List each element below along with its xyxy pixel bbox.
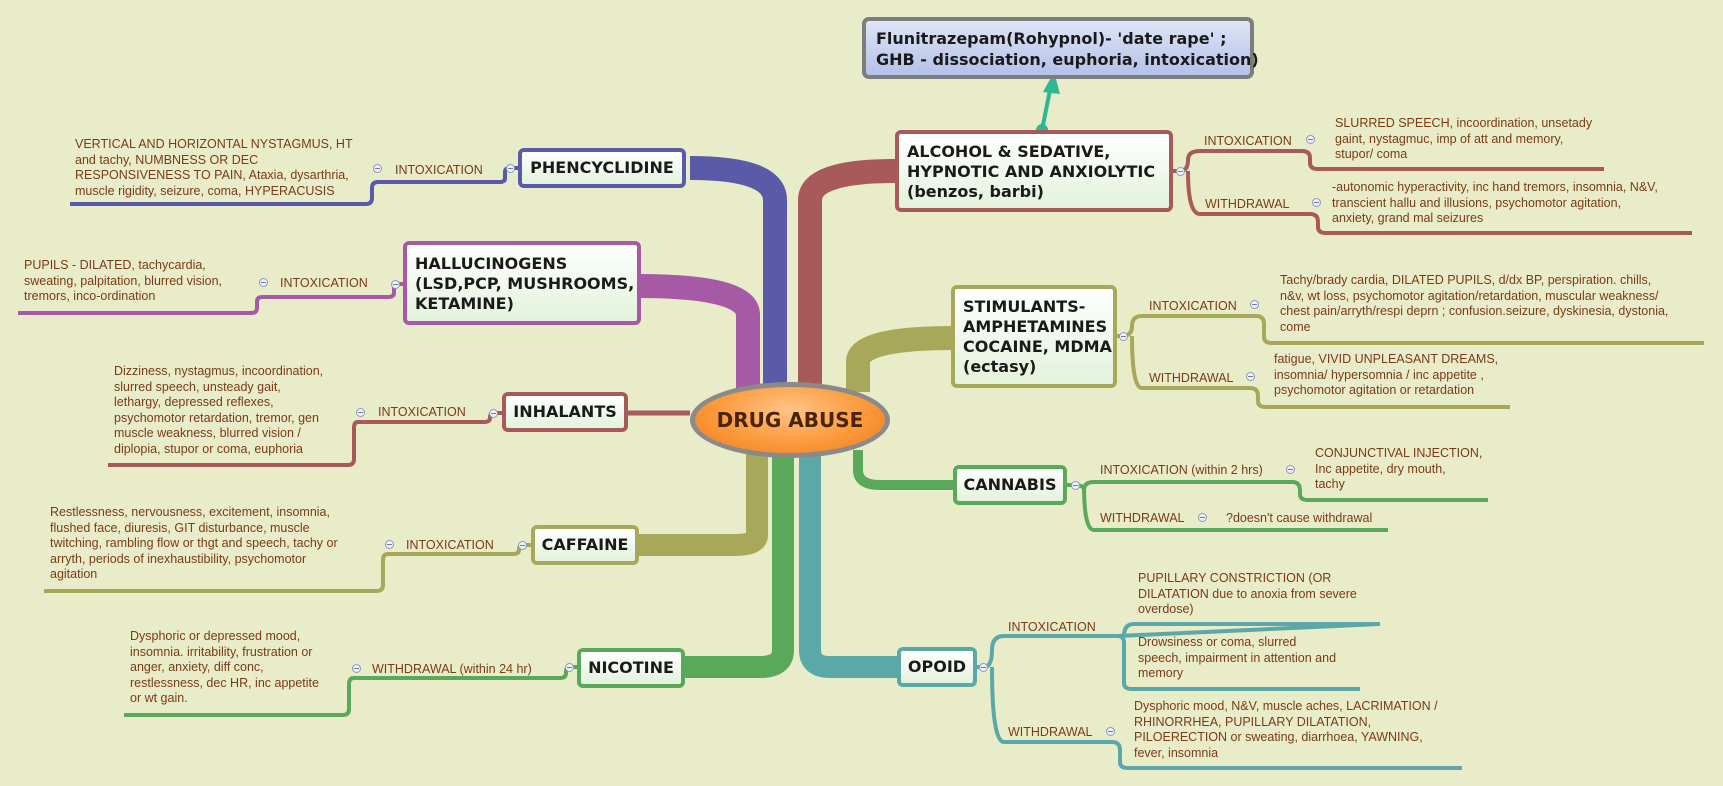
line-alcohol: [1173, 149, 1604, 173]
collapse-icon[interactable]: [356, 408, 365, 417]
phencyclidine-intoxication-text: VERTICAL AND HORIZONTAL NYSTAGMUS, HT an…: [75, 137, 353, 198]
intoxication-label: INTOXICATION: [406, 538, 494, 552]
topic-label: OPOID: [907, 657, 967, 676]
topic-label: HYPNOTIC AND ANXIOLYTIC: [907, 162, 1156, 181]
topic-label: AMPHETAMINES: [963, 317, 1108, 336]
line-stimulants-withdrawal: [1130, 335, 1510, 409]
withdrawal-label: WITHDRAWAL: [1100, 511, 1185, 525]
topic-label: NICOTINE: [588, 658, 674, 677]
collapse-icon[interactable]: [1312, 198, 1321, 207]
collapse-icon[interactable]: [518, 541, 527, 550]
line-opoid-withdrawal: [990, 666, 1462, 770]
collapse-icon[interactable]: [373, 164, 382, 173]
hallucinogens-intoxication-text: PUPILS - DILATED, tachycardia, sweating,…: [24, 258, 223, 303]
topic-opoid[interactable]: OPOID: [897, 647, 977, 687]
topic-hallucinogens[interactable]: HALLUCINOGENS (LSD,PCP, MUSHROOMS, KETAM…: [403, 241, 641, 325]
trunk-cannabis: [853, 450, 953, 490]
topic-inhalants[interactable]: INHALANTS: [502, 392, 628, 432]
callout-arrow-head: [1043, 72, 1060, 94]
callout-line: Flunitrazepam(Rohypnol)- 'date rape' ;: [876, 29, 1227, 48]
collapse-icon[interactable]: [979, 663, 988, 672]
trunk-stimulants: [846, 326, 955, 392]
callout-line: GHB - dissociation, euphoria, intoxicati…: [876, 50, 1259, 69]
topic-label: KETAMINE): [415, 294, 514, 313]
topic-nicotine[interactable]: NICOTINE: [577, 648, 685, 688]
collapse-icon[interactable]: [1198, 513, 1207, 522]
topic-phencyclidine[interactable]: PHENCYCLIDINE: [518, 148, 686, 188]
topic-alcohol[interactable]: ALCOHOL & SEDATIVE, HYPNOTIC AND ANXIOLY…: [895, 130, 1173, 212]
topic-label: ALCOHOL & SEDATIVE,: [907, 142, 1111, 161]
alcohol-withdrawal-text: -autonomic hyperactivity, inc hand tremo…: [1332, 180, 1658, 225]
caffeine-intoxication-text: Restlessness, nervousness, excitement, i…: [50, 505, 338, 581]
line-opoid-intox: [1004, 634, 1360, 691]
collapse-icon[interactable]: [259, 278, 268, 287]
line-opoid-intox-top: [1122, 622, 1380, 637]
stimulants-withdrawal-text: fatigue, VIVID UNPLEASANT DREAMS, insomn…: [1274, 352, 1499, 397]
intoxication-label: INTOXICATION (within 2 hrs): [1100, 463, 1263, 477]
topic-stimulants[interactable]: STIMULANTS- AMPHETAMINES COCAINE, MDMA (…: [951, 285, 1117, 388]
collapse-icon[interactable]: [352, 664, 361, 673]
trunk-hallucinogens: [637, 274, 760, 395]
topic-cannabis[interactable]: CANNABIS: [953, 465, 1067, 505]
intoxication-label: INTOXICATION: [378, 405, 466, 419]
trunk-alcohol: [798, 159, 896, 390]
opoid-withdrawal-text: Dysphoric mood, N&V, muscle aches, LACRI…: [1134, 699, 1438, 760]
topic-label: (benzos, barbi): [907, 182, 1044, 201]
withdrawal-label: WITHDRAWAL: [1205, 197, 1290, 211]
collapse-icon[interactable]: [1106, 727, 1115, 736]
collapse-icon[interactable]: [506, 164, 515, 173]
topic-label: (LSD,PCP, MUSHROOMS,: [415, 274, 635, 293]
withdrawal-label: WITHDRAWAL: [1008, 725, 1093, 739]
collapse-icon[interactable]: [565, 663, 574, 672]
intoxication-label: INTOXICATION: [1008, 620, 1096, 634]
collapse-icon[interactable]: [1071, 481, 1080, 490]
topic-label: HALLUCINOGENS: [415, 254, 568, 273]
trunk-nicotine: [684, 455, 794, 678]
topic-label: INHALANTS: [513, 402, 617, 421]
intoxication-label: INTOXICATION: [280, 276, 368, 290]
callout-arrow-line: [1040, 89, 1052, 131]
topic-label: CANNABIS: [963, 475, 1057, 494]
collapse-icon[interactable]: [1246, 372, 1255, 381]
topic-label: (ectasy): [963, 357, 1037, 376]
cannabis-withdrawal-text: ?doesn't cause withdrawal: [1226, 511, 1373, 525]
collapse-icon[interactable]: [391, 280, 400, 289]
topic-label: CAFFAINE: [541, 535, 629, 554]
line-stimulants: [1115, 314, 1704, 345]
line-cannabis-withdrawal: [1082, 484, 1388, 532]
withdrawal-label: WITHDRAWAL: [1149, 371, 1234, 385]
topic-label: PHENCYCLIDINE: [530, 158, 674, 177]
collapse-icon[interactable]: [489, 409, 498, 418]
topic-caffeine[interactable]: CAFFAINE: [531, 525, 639, 565]
intoxication-label: INTOXICATION: [1149, 299, 1237, 313]
center-topic[interactable]: DRUG ABUSE: [690, 382, 890, 458]
nicotine-withdrawal-text: Dysphoric or depressed mood, insomnia. i…: [130, 629, 319, 705]
intoxication-label: INTOXICATION: [1204, 134, 1292, 148]
stimulants-intoxication-text: Tachy/brady cardia, DILATED PUPILS, d/dx…: [1280, 273, 1669, 334]
trunk-opoid: [799, 455, 897, 678]
opoid-intoxication-text-b: Drowsiness or coma, slurred speech, impa…: [1138, 635, 1337, 680]
collapse-icon[interactable]: [1306, 135, 1315, 144]
collapse-icon[interactable]: [1286, 465, 1295, 474]
topic-label: STIMULANTS-: [963, 297, 1086, 316]
callout-box[interactable]: Flunitrazepam(Rohypnol)- 'date rape' ; G…: [862, 17, 1259, 79]
collapse-icon[interactable]: [1119, 332, 1128, 341]
withdrawal-label: WITHDRAWAL (within 24 hr): [372, 662, 532, 676]
opoid-intoxication-text-a: PUPILLARY CONSTRICTION (OR DILATATION du…: [1138, 571, 1357, 616]
alcohol-intoxication-text: SLURRED SPEECH, incoordination, unsetady…: [1335, 116, 1593, 161]
trunk-phencyclidine: [689, 156, 787, 390]
collapse-icon[interactable]: [1176, 167, 1185, 176]
intoxication-label: INTOXICATION: [395, 163, 483, 177]
inhalants-intoxication-text: Dizziness, nystagmus, incoordination, sl…: [114, 364, 324, 456]
cannabis-intoxication-text: CONJUNCTIVAL INJECTION, Inc appetite, dr…: [1315, 446, 1483, 491]
topic-label: COCAINE, MDMA: [963, 337, 1112, 356]
trunk-caffeine: [638, 450, 768, 556]
line-alcohol-withdrawal: [1186, 170, 1692, 235]
collapse-icon[interactable]: [385, 540, 394, 549]
collapse-icon[interactable]: [1250, 300, 1259, 309]
